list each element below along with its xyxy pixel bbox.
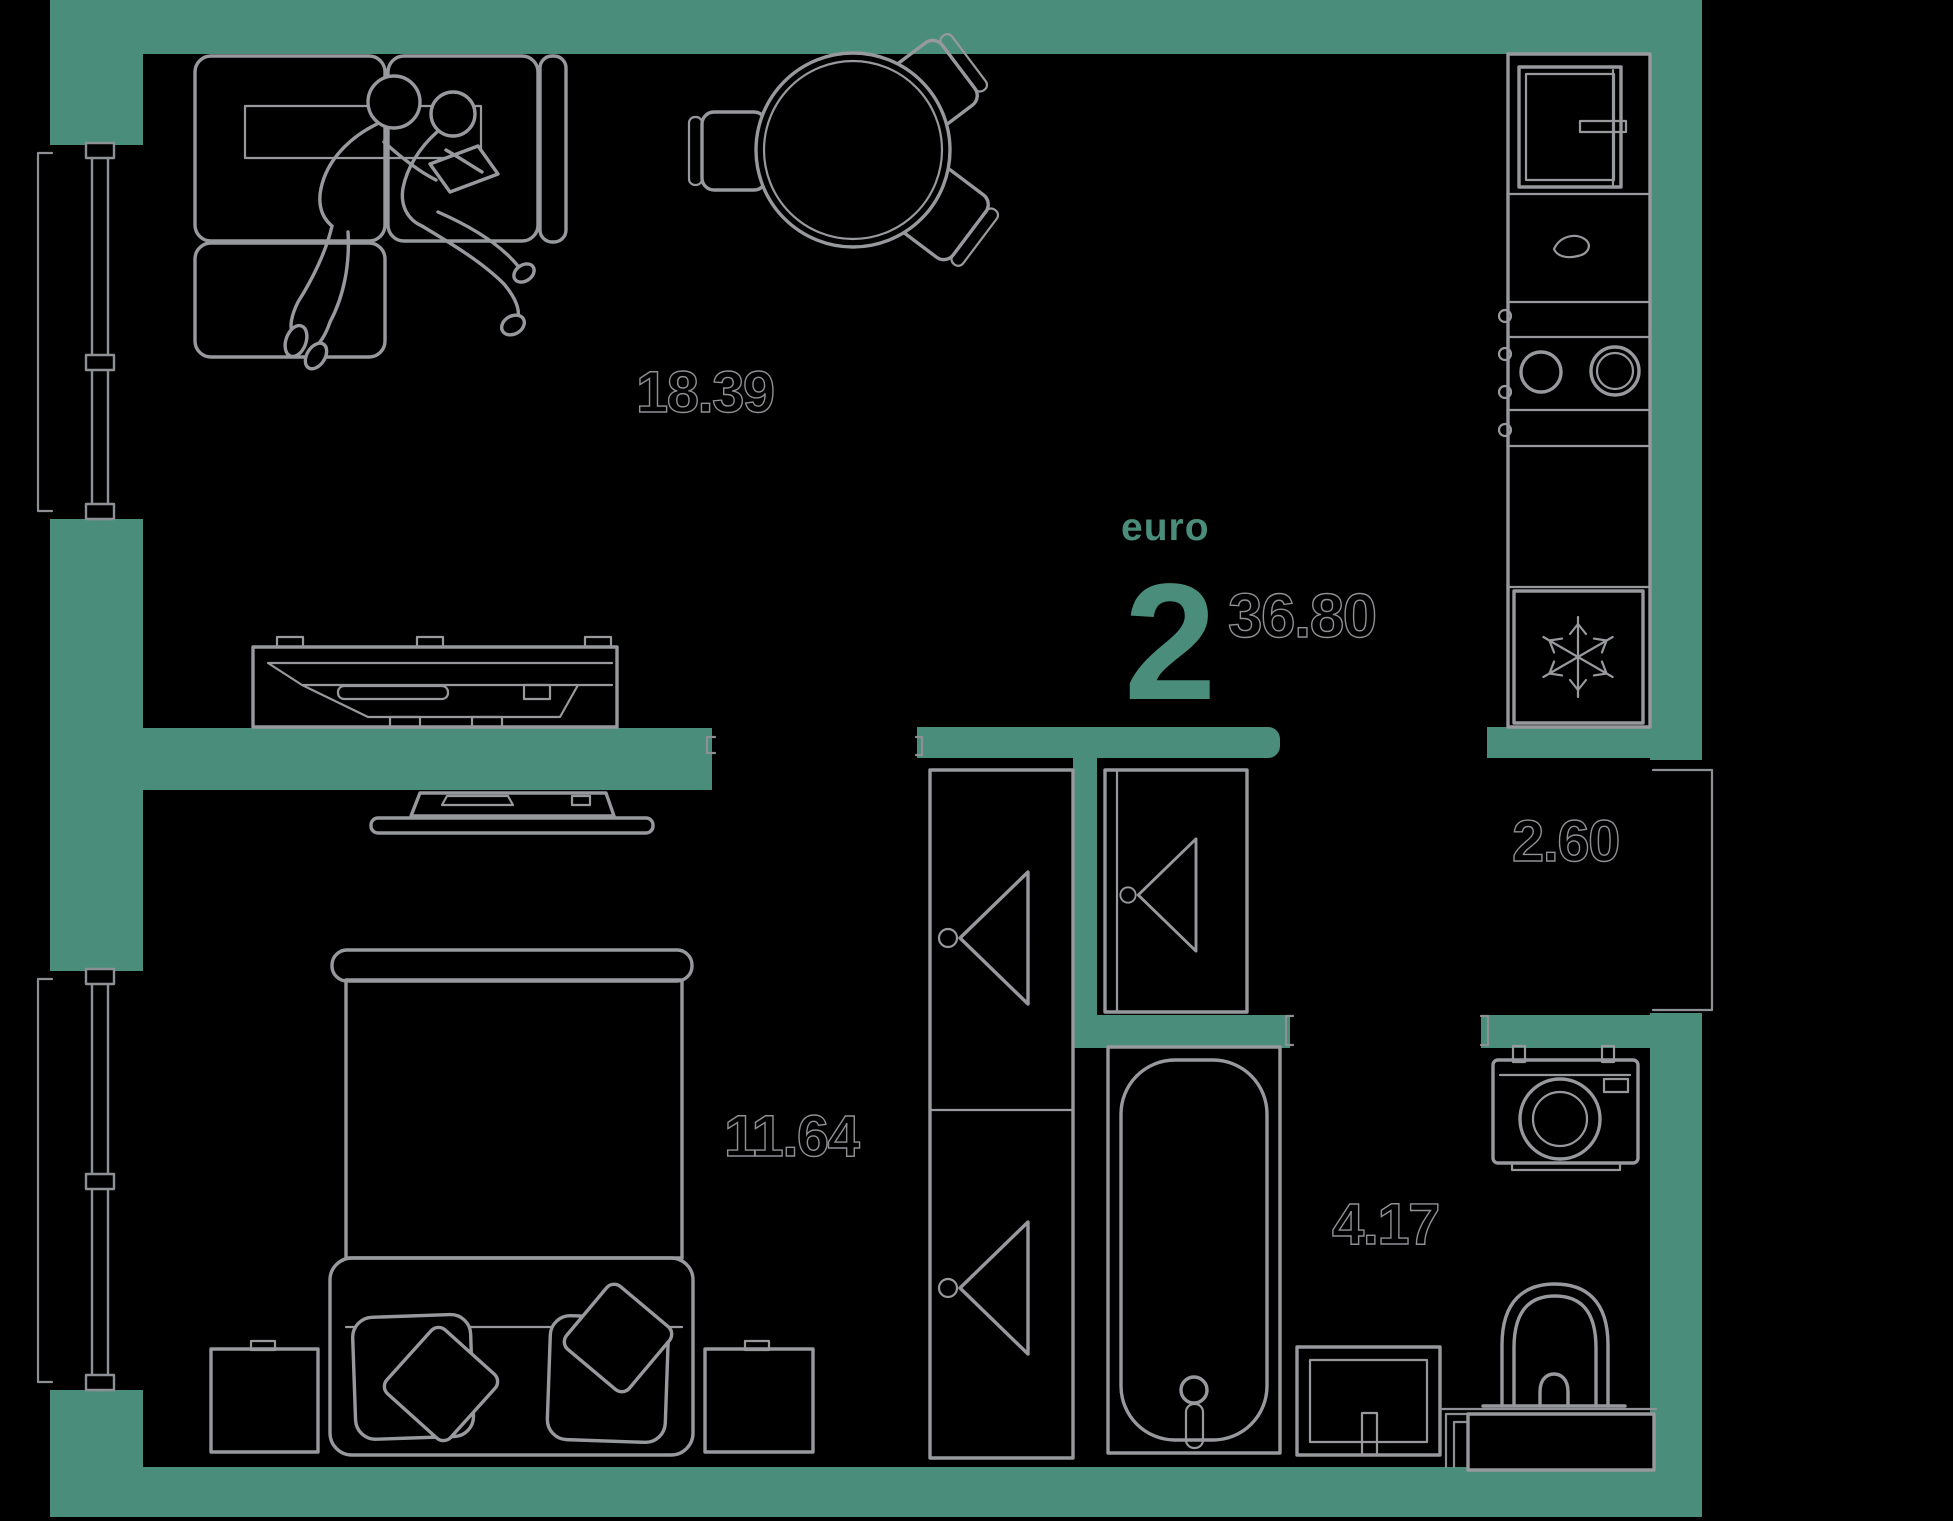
wall-bath-top-left <box>1073 1015 1290 1048</box>
kitchen-counter <box>1506 52 1652 729</box>
tv-icon <box>369 791 655 835</box>
wall-right-lower <box>1650 1013 1702 1517</box>
hallway-area-label: 2.60 <box>1511 809 1621 874</box>
wall-left-middle <box>50 519 143 971</box>
entrance-door-opening <box>1651 768 1714 1012</box>
wall-divider-left <box>143 728 712 790</box>
wardrobe-icon <box>928 768 1075 1460</box>
door-jamb-icon <box>914 735 924 757</box>
wall-left-upper <box>50 0 143 145</box>
window-icon <box>36 967 116 1392</box>
walls <box>50 0 1714 1517</box>
window-icon <box>36 141 116 521</box>
toilet-icon <box>1481 1282 1627 1408</box>
wall-right-upper <box>1650 0 1702 760</box>
pillow-icon <box>350 1282 674 1445</box>
washing-machine-icon <box>1491 1044 1640 1172</box>
unit-total-area-label: 36.80 <box>1227 582 1378 651</box>
wall-divider-middle <box>917 727 1280 758</box>
door-jamb-icon <box>1284 1014 1295 1047</box>
door-jamb-icon <box>1479 1014 1490 1047</box>
nightstand-icon <box>209 1339 320 1454</box>
sofa-icon <box>193 54 568 359</box>
couple-reading-icon <box>283 74 536 371</box>
wall-top <box>50 0 1702 54</box>
dining-table-icon <box>754 51 952 249</box>
clothes-hanger-icon <box>937 870 1030 1006</box>
unit-type-label: euro <box>1121 506 1210 549</box>
unit-rooms-count: 2 <box>1124 550 1217 735</box>
closet-icon <box>1103 768 1249 1014</box>
fridge-snowflake-icon <box>1512 589 1645 725</box>
clothes-hanger-icon <box>937 1220 1030 1356</box>
pipe-duct-box <box>1439 1407 1658 1472</box>
tv-console-icon <box>251 635 619 729</box>
clothes-hanger-icon <box>1119 837 1198 953</box>
nightstand-icon <box>703 1339 815 1454</box>
cabinet-handle-icon <box>1552 234 1590 259</box>
wall-stub-vertical <box>1073 757 1097 1015</box>
bathroom-area-label: 4.17 <box>1331 1192 1441 1257</box>
cooktop-icon <box>1497 308 1641 438</box>
door-jamb-icon <box>705 735 717 755</box>
bed-icon <box>328 948 695 1457</box>
bedroom-area-label: 11.64 <box>723 1104 860 1169</box>
kitchen-sink-icon <box>1517 65 1628 189</box>
bathtub-icon <box>1106 1045 1282 1455</box>
wall-bath-top-right <box>1481 1015 1650 1048</box>
wall-under-fridge <box>1487 727 1650 758</box>
wall-bottom <box>50 1467 1702 1517</box>
vanity-cabinet-icon <box>1295 1345 1442 1457</box>
living-room-area-label: 18.39 <box>635 360 776 425</box>
